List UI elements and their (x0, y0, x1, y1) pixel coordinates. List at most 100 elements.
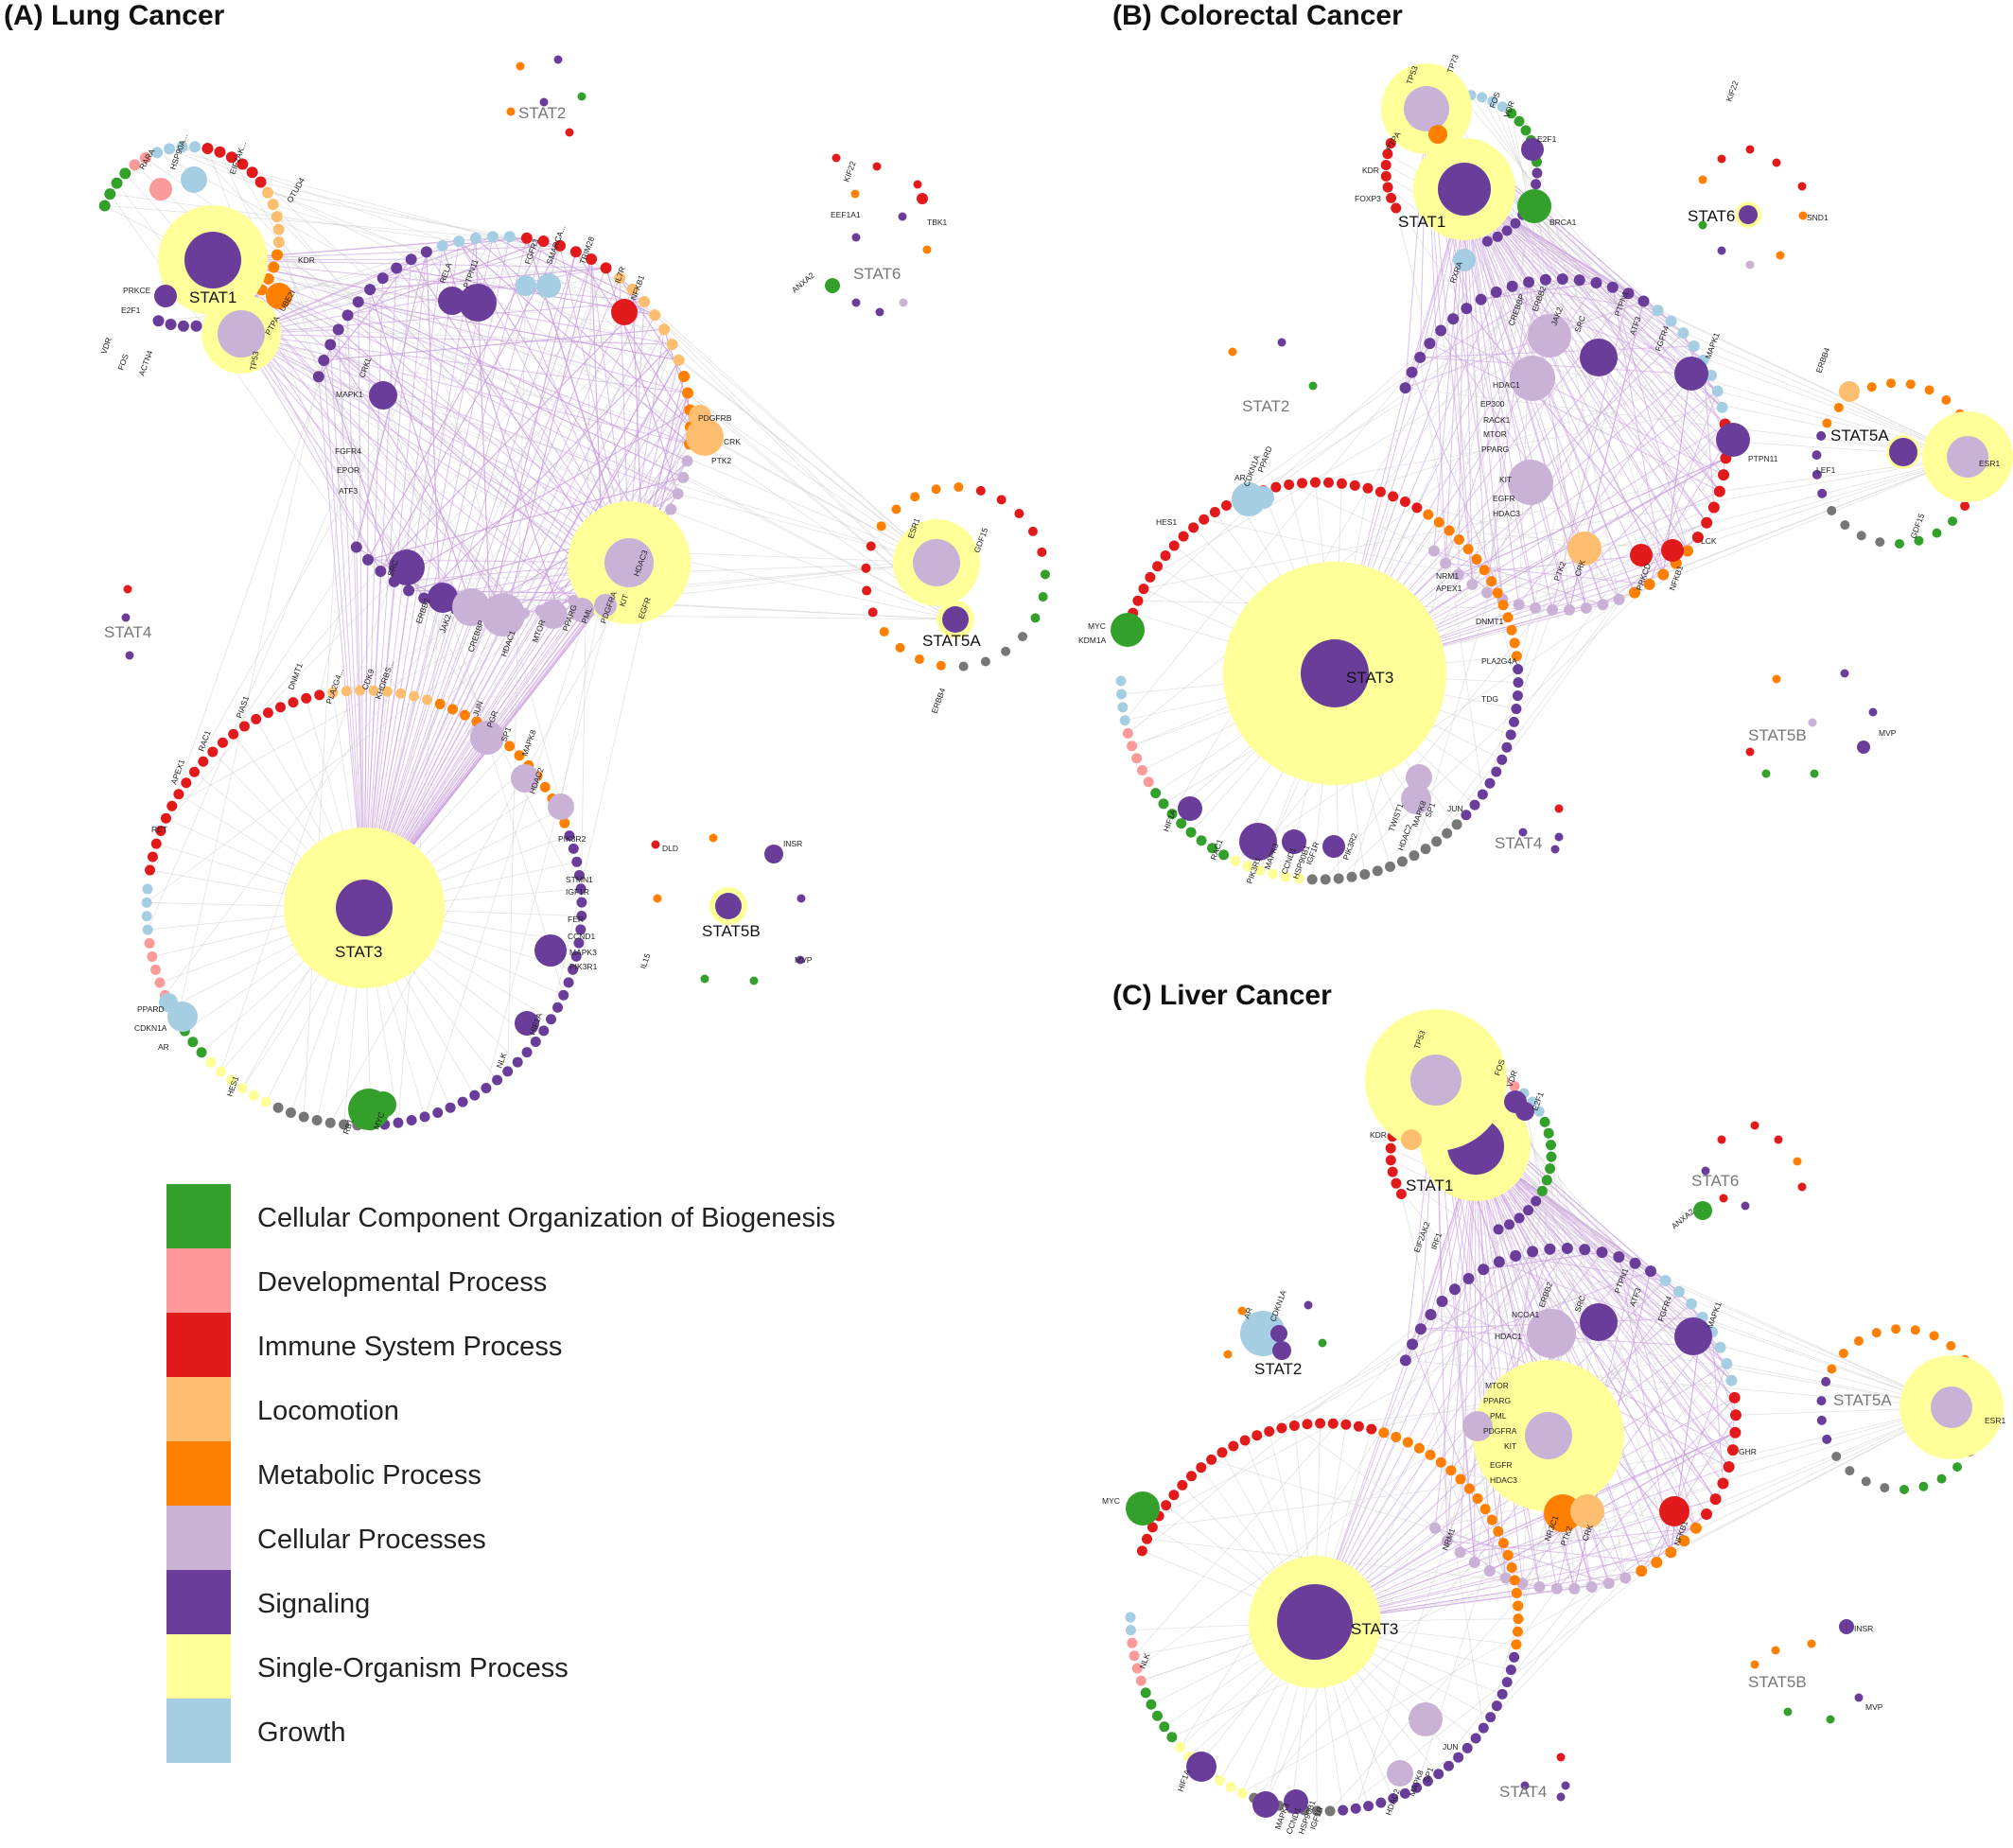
gene-label: EP300 (1480, 399, 1505, 409)
edge (1158, 1263, 1636, 1517)
gene-node-217 (862, 585, 872, 596)
gene-node-764 (1693, 1201, 1712, 1220)
gene-label: HIF1A (1175, 1768, 1192, 1792)
gene-node-64 (682, 387, 694, 399)
gene-node-266 (913, 180, 922, 189)
edge (678, 359, 937, 564)
gene-node-363 (1513, 599, 1525, 611)
gene-node-115 (341, 686, 352, 697)
gene-node-262 (121, 613, 131, 622)
gene-node-355 (1643, 578, 1655, 590)
gene-node-286 (1382, 182, 1393, 193)
gene-node-326 (1490, 286, 1502, 298)
panel-a-stat6-label: STAT6 (853, 265, 901, 283)
gene-node-705 (1166, 1732, 1178, 1743)
gene-node-151 (538, 1025, 550, 1037)
gene-node-44 (420, 246, 432, 258)
edge (303, 315, 348, 1117)
gene-node-156 (492, 1074, 503, 1086)
gene-node-666 (1511, 1587, 1522, 1598)
gene-node-59 (649, 309, 661, 322)
gene-node-424 (1451, 819, 1462, 830)
edge (1438, 1578, 1626, 1774)
gene-node-577 (1425, 1309, 1437, 1321)
gene-node-573 (1493, 1224, 1504, 1235)
gene-node-519 (1745, 145, 1755, 154)
gene-node-196 (891, 504, 901, 514)
gene-node-136 (564, 830, 575, 842)
gene-node-672 (1505, 1665, 1516, 1676)
edge (1294, 1425, 1436, 1529)
gene-node-501 (1517, 189, 1551, 223)
gene-node-731 (1936, 1473, 1947, 1484)
gene-node-38 (341, 309, 354, 322)
gene-node-461 (1833, 402, 1844, 412)
gene-label: DNMT1 (1476, 617, 1504, 626)
gene-node-325 (1475, 293, 1487, 305)
edge (1133, 1289, 1456, 1656)
gene-node-733 (1899, 1484, 1909, 1494)
gene-node-228 (438, 287, 466, 315)
edge (1507, 522, 1707, 619)
gene-node-178 (215, 1066, 226, 1077)
gene-node-509 (1178, 796, 1202, 821)
gene-node-160 (445, 1102, 456, 1113)
edge (276, 216, 359, 303)
gene-node-309 (1532, 167, 1543, 179)
gene-node-301 (1487, 96, 1498, 107)
gene-node-208 (1018, 632, 1028, 642)
gene-node-714 (1125, 1625, 1136, 1636)
edge (363, 410, 691, 909)
gene-node-759 (1284, 1789, 1308, 1814)
edge (1459, 345, 1694, 540)
gene-node-622 (1468, 1557, 1480, 1569)
gene-node-639 (1252, 1430, 1263, 1441)
gene-label: MYC (1088, 621, 1106, 631)
gene-label: ESR1 (1979, 459, 2000, 468)
gene-node-655 (1445, 1465, 1457, 1476)
gene-label: ANXA2 (790, 270, 816, 295)
edge (643, 301, 937, 564)
gene-node-512 (1521, 138, 1544, 161)
gene-node-640 (1264, 1425, 1275, 1437)
gene-node-371 (1132, 595, 1144, 606)
gene-node-586 (1561, 1243, 1573, 1255)
gene-node-533 (1810, 769, 1819, 778)
gene-node-154 (512, 1056, 523, 1068)
gene-node-320 (1414, 351, 1427, 363)
gene-node-441 (1242, 861, 1253, 872)
gene-node-521 (1797, 182, 1807, 191)
edge (1655, 1363, 1727, 1563)
edge (1266, 1255, 1516, 1803)
gene-node-189 (144, 937, 155, 949)
gene-label: MAPK3 (569, 948, 597, 957)
gene-node-542 (1387, 1166, 1398, 1177)
gene-node-463 (1866, 382, 1877, 392)
gene-node-588 (1596, 1247, 1608, 1259)
gene-node-464 (1886, 378, 1897, 389)
gene-node-385 (1270, 481, 1282, 493)
gene-node-744 (1277, 1584, 1353, 1660)
gene-node-665 (1509, 1575, 1520, 1586)
gene-node-626 (1136, 1545, 1147, 1557)
edge (1619, 1256, 1952, 1408)
gene-label: EPOR (337, 465, 359, 475)
gene-node-159 (457, 1096, 468, 1107)
gene-node-2 (111, 177, 123, 189)
gene-node-179 (205, 1056, 217, 1068)
gene-node-338 (1677, 327, 1689, 340)
gene-node-116 (355, 685, 366, 696)
gene-node-50 (520, 232, 533, 244)
edge (110, 193, 460, 242)
edge (240, 333, 673, 345)
gene-node-738 (1822, 1434, 1832, 1444)
edge (165, 328, 665, 996)
gene-node-513 (1839, 381, 1860, 402)
gene-label: MYC (1102, 1496, 1120, 1506)
gene-node-244 (548, 793, 574, 820)
edge (1517, 301, 1644, 683)
gene-node-425 (1442, 828, 1453, 839)
gene-node-0 (98, 200, 111, 212)
gene-node-221 (218, 310, 265, 357)
gene-node-518 (1717, 154, 1726, 164)
